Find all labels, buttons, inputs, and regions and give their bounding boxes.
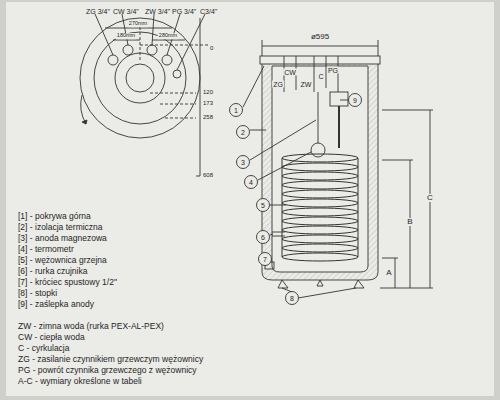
dimension: 270mm	[128, 21, 148, 27]
coil-side	[282, 158, 283, 257]
coil-turn	[282, 226, 358, 234]
dimension: 0	[210, 45, 213, 51]
callout-number: 8	[290, 295, 294, 302]
callout-number: 6	[261, 234, 265, 241]
callout-number: 2	[241, 129, 245, 136]
legend-line: [4] - termometr	[18, 245, 74, 254]
port-label: ZG 3/4"	[86, 8, 110, 15]
port-label: ZG	[272, 81, 284, 88]
coil-turn	[282, 253, 358, 261]
tank-section	[243, 40, 433, 298]
legend-line: [2] - izolacja termiczna	[18, 223, 103, 232]
port-label: C3/4"	[200, 8, 217, 15]
dimension: 120	[203, 89, 213, 95]
port-label: PG 3/4"	[172, 8, 196, 15]
legend-line: [3] - anoda magnezowa	[18, 234, 107, 243]
legend-line: [9] - zaślepka anody	[18, 300, 94, 309]
paper	[6, 2, 494, 396]
legend-line: [1] - pokrywa górna	[18, 212, 91, 221]
port-label: CW 3/4"	[113, 8, 139, 15]
dimension: 258	[203, 114, 213, 120]
coil-turn	[282, 208, 358, 216]
callout-number: 3	[241, 159, 245, 166]
dimension-letter: A	[386, 269, 391, 277]
coil-turn	[282, 235, 358, 243]
coil-turn	[282, 154, 358, 162]
callout-number: 9	[353, 97, 357, 104]
coil-windings	[282, 154, 358, 261]
coil-side	[358, 158, 359, 257]
legend-line: [8] - stopki	[18, 289, 57, 298]
legend-line: CW - ciepła woda	[18, 333, 85, 342]
dimension: 608	[203, 172, 213, 178]
legend-line: ZW - zimna woda (rurka PEX-AL-PEX)	[18, 322, 164, 331]
coil-turn	[282, 217, 358, 225]
coil-turn	[282, 163, 358, 171]
legend-line: ZG - zasilanie czynnikiem grzewczym wężo…	[18, 355, 203, 364]
callout-number: 7	[263, 256, 267, 263]
port-label: ZW 3/4"	[145, 8, 170, 15]
coil-turn	[282, 181, 358, 189]
legend-line: PG - powrót czynnika grzewczego z wężown…	[18, 366, 197, 375]
legend-line: C - cyrkulacja	[18, 344, 69, 353]
dimension: 173	[203, 100, 213, 106]
coil-turn	[282, 199, 358, 207]
dimension-letter: C	[426, 194, 434, 202]
coil-turn	[282, 172, 358, 180]
port-label: ZW	[300, 81, 313, 88]
legend-line: [5] - wężownica grzejna	[18, 256, 107, 265]
top-view	[80, 14, 210, 176]
coil-turn	[282, 244, 358, 252]
dimension: 180mm	[116, 33, 136, 39]
dimension: 280mm	[158, 33, 178, 39]
legend-line: [7] - króciec spustowy 1/2"	[18, 278, 117, 287]
port-label: C	[317, 73, 324, 80]
callout-number: 4	[249, 179, 253, 186]
dimension-letter: B	[406, 218, 413, 226]
callout-circles	[230, 94, 362, 305]
callout-number: 1	[234, 107, 238, 114]
legend-line: [6] - rurka czujnika	[18, 267, 87, 276]
callout-number: 5	[261, 202, 265, 209]
coil-turn	[282, 190, 358, 198]
dimension: ø595	[310, 33, 330, 41]
legend-line: A-C - wymiary określone w tabeli	[18, 377, 142, 386]
port-label: CW	[283, 69, 297, 76]
port-label: PG	[327, 67, 339, 74]
